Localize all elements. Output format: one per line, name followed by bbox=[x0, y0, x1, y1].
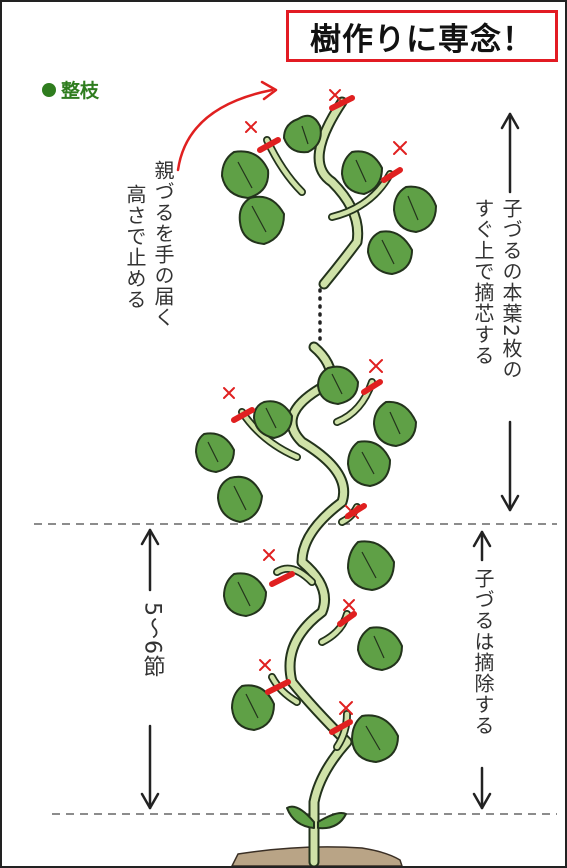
node-count-label: 5〜6節 bbox=[139, 602, 165, 678]
page-title: 樹作りに専念！ bbox=[286, 10, 558, 62]
section-label-text: 整枝 bbox=[61, 80, 100, 102]
cut-bar bbox=[231, 407, 255, 423]
cut-x-icon bbox=[345, 505, 359, 519]
stop-height-arrow bbox=[176, 80, 278, 172]
cut-x-icon bbox=[259, 659, 271, 671]
cut-x-icon bbox=[343, 599, 355, 611]
cut-bar bbox=[265, 679, 291, 695]
cut-bar bbox=[337, 611, 357, 627]
parent-vine-note-2: 高さで止める bbox=[123, 184, 147, 310]
cut-x-icon bbox=[339, 701, 353, 715]
leaf bbox=[238, 195, 285, 245]
cut-x-icon bbox=[245, 121, 257, 133]
child-vine-pinch-note-1: 子づるの本葉2枚の bbox=[499, 198, 523, 380]
cut-bar bbox=[269, 571, 295, 587]
leaf bbox=[351, 714, 399, 763]
cut-bar bbox=[361, 379, 383, 395]
cotyledon bbox=[286, 805, 315, 829]
cut-bar bbox=[381, 167, 403, 183]
child-vine-pinch-note-2: すぐ上で摘芯する bbox=[471, 198, 495, 366]
measure-arrows bbox=[140, 112, 520, 810]
cotyledon bbox=[317, 812, 347, 830]
leaf bbox=[195, 432, 235, 473]
cut-x-icon bbox=[329, 89, 341, 101]
leaf bbox=[283, 114, 322, 154]
child-vine-remove-note: 子づるは摘除する bbox=[471, 568, 495, 736]
cut-bar bbox=[257, 137, 281, 153]
leaf bbox=[253, 400, 293, 439]
leaf bbox=[217, 475, 263, 523]
leaf bbox=[347, 540, 395, 591]
leaf bbox=[393, 185, 437, 233]
leaves bbox=[195, 114, 437, 830]
cut-bar bbox=[329, 95, 355, 111]
cut-x-icon bbox=[263, 549, 275, 561]
parent-vine-note-1: 親づるを手の届く bbox=[151, 160, 175, 328]
pinch-marks bbox=[223, 89, 407, 735]
leaf-veins bbox=[207, 125, 419, 751]
bullet-icon bbox=[42, 82, 56, 97]
leaf bbox=[367, 230, 413, 275]
cut-x-icon bbox=[369, 359, 383, 373]
cut-bar bbox=[329, 719, 353, 735]
section-label: 整枝 bbox=[42, 76, 99, 103]
cut-x-icon bbox=[393, 141, 407, 155]
cut-x-icon bbox=[223, 387, 235, 399]
